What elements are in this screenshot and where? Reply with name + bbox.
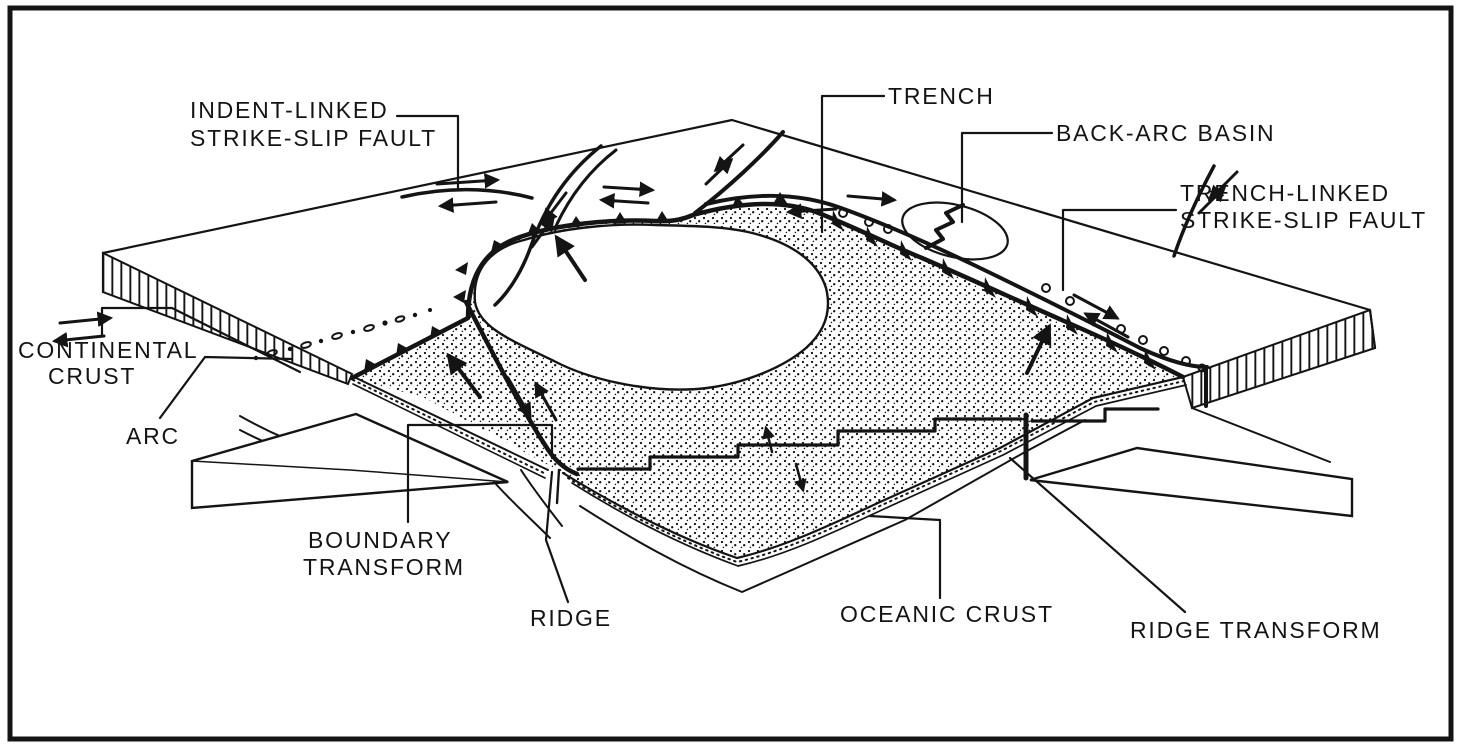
leader-boundary-transform xyxy=(406,423,554,524)
label-oceanic-crust: OCEANIC CRUST xyxy=(840,601,1054,627)
label-indent-linked-line2: STRIKE-SLIP FAULT xyxy=(190,125,437,151)
subsurface-structure xyxy=(190,375,1354,539)
boundary-transform-fault xyxy=(463,299,580,477)
leader-indent-linked xyxy=(395,114,460,192)
label-indent-linked-line1: INDENT-LINKED xyxy=(190,97,388,123)
label-boundary-transform-line2: TRANSFORM xyxy=(303,554,465,580)
plate-motion-arrows xyxy=(446,234,1052,493)
left-slab-wedge-edge xyxy=(191,460,509,483)
motion-arrow xyxy=(446,352,482,399)
continental-crust-band-left xyxy=(102,251,354,386)
notch-curve xyxy=(493,481,551,539)
label-ridge-transform: RIDGE TRANSFORM xyxy=(1130,617,1381,643)
flank-crust-dots xyxy=(352,379,547,475)
notch-curve xyxy=(520,469,563,527)
microcontinent-blob xyxy=(473,223,830,391)
leader-oceanic-crust xyxy=(868,514,942,600)
trench-line xyxy=(349,201,1186,381)
right-slab-line xyxy=(1191,407,1331,463)
label-trench: TRENCH xyxy=(888,83,995,109)
trench-teeth xyxy=(364,192,1156,372)
curved-fault xyxy=(1172,164,1216,258)
labels: INDENT-LINKED STRIKE-SLIP FAULT TRENCH B… xyxy=(18,83,1427,643)
arc-flank-edge xyxy=(351,375,549,471)
leader-back-arc-basin xyxy=(960,131,1054,224)
label-continental-crust-line2: CRUST xyxy=(48,363,136,389)
label-ridge: RIDGE xyxy=(530,605,612,631)
motion-arrow xyxy=(554,234,587,282)
leader-trench xyxy=(820,94,886,234)
front-edge-top xyxy=(561,375,1185,560)
label-arc: ARC xyxy=(126,423,180,449)
curved-fault xyxy=(693,130,785,215)
spreading-arrow xyxy=(762,425,775,454)
curved-fault xyxy=(493,144,603,307)
leader-ridge xyxy=(544,470,570,604)
curved-fault-splay xyxy=(554,148,618,228)
front-edge-bottom xyxy=(579,419,1086,593)
indent-linked-fault xyxy=(400,187,534,200)
leader-ridge-transform xyxy=(1008,456,1187,614)
right-slab-wedge xyxy=(1029,446,1354,518)
ridge-staircase xyxy=(576,407,1160,471)
notch-tick xyxy=(555,468,561,505)
label-boundary-transform-line1: BOUNDARY xyxy=(308,527,452,553)
label-trench-linked-line1: TRENCH-LINKED xyxy=(1180,180,1390,206)
leader-trench-linked xyxy=(1061,208,1178,292)
front-face xyxy=(561,366,1208,593)
back-arc-spreading-zigzag xyxy=(924,203,965,250)
label-back-arc-basin: BACK-ARC BASIN xyxy=(1056,120,1275,146)
label-trench-linked-line2: STRIKE-SLIP FAULT xyxy=(1180,207,1427,233)
spreading-arrow xyxy=(794,462,807,493)
arc-flank-edge-lower xyxy=(352,383,546,479)
label-continental-crust-line1: CONTINENTAL xyxy=(18,337,198,363)
trench-linked-fault-line xyxy=(704,193,1209,369)
leader-lines xyxy=(100,94,1187,614)
front-crust-strip xyxy=(571,384,1187,567)
leader-arc xyxy=(158,355,294,420)
motion-arrow xyxy=(1025,323,1052,375)
leader-continental-crust xyxy=(100,306,302,374)
continental-crust-band-right xyxy=(1181,308,1377,410)
strike-slip-faults xyxy=(400,130,1216,307)
